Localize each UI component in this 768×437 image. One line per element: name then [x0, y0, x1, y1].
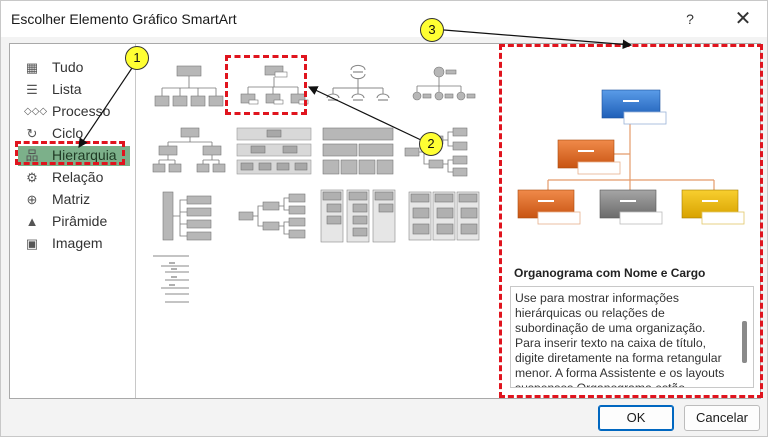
category-label: Lista [52, 81, 82, 97]
hierarchy-list-thumbnail-icon [320, 189, 396, 243]
category-item-hierarquia[interactable]: 品 Hierarquia [18, 146, 130, 166]
horizontal-hierarchy-thumbnail-icon [404, 127, 468, 177]
category-label: Relação [52, 169, 104, 185]
category-item-tudo[interactable]: ▦ Tudo [18, 58, 130, 78]
picture-icon: ▣ [25, 236, 39, 251]
ok-button[interactable]: OK [598, 405, 674, 431]
layout-thumbnail-hierarchy-list[interactable] [319, 188, 399, 244]
title-bar: Escolher Elemento Gráfico SmartArt ? ✕ [1, 1, 767, 37]
cycle-icon: ↻ [26, 126, 38, 141]
description-scrollbar[interactable] [742, 321, 747, 363]
labeled-hierarchy-thumbnail-icon [236, 127, 312, 175]
preview-pane: Organograma com Nome e Cargo Use para mo… [502, 44, 760, 398]
category-label: Hierarquia [52, 147, 117, 163]
pyramid-icon: ▲ [25, 214, 39, 229]
name-title-org-chart-thumbnail-icon [240, 65, 309, 105]
preview-title: Organograma com Nome e Cargo [514, 266, 706, 280]
layout-thumbnail-name-title-org-chart[interactable] [235, 60, 315, 116]
category-item-piramide[interactable]: ▲ Pirâmide [18, 212, 130, 232]
grid-all-icon: ▦ [25, 60, 39, 75]
layout-gallery [137, 44, 501, 398]
org-chart-preview-image [517, 89, 745, 225]
close-button[interactable]: ✕ [734, 8, 752, 30]
layout-thumbnail-organization-chart[interactable] [151, 60, 231, 116]
layout-thumbnail-hierarchy[interactable] [151, 124, 231, 180]
list-icon: ☰ [26, 82, 38, 97]
category-item-lista[interactable]: ☰ Lista [18, 80, 130, 100]
layout-thumbnail-lined-hierarchy[interactable] [151, 252, 231, 308]
hierarchy-icon: 品 [25, 148, 39, 163]
category-label: Ciclo [52, 125, 84, 141]
preview-description-text: Use para mostrar informações hierárquica… [515, 291, 725, 388]
layout-thumbnail-horizontal-multilevel[interactable] [151, 188, 231, 244]
category-item-matriz[interactable]: ⊕ Matriz [18, 190, 130, 210]
category-label: Tudo [52, 59, 84, 75]
circle-picture-hierarchy-thumbnail-icon [412, 66, 476, 101]
process-icon: ◇◇◇ [24, 106, 48, 117]
layout-thumbnail-circle-picture-hierarchy[interactable] [403, 60, 483, 116]
layout-thumbnail-horizontal-org-chart[interactable] [235, 188, 315, 244]
category-item-relacao[interactable]: ⚙ Relação [18, 168, 130, 188]
category-label: Pirâmide [52, 213, 108, 229]
table-hierarchy-thumbnail-icon [322, 127, 394, 175]
layout-thumbnail-table-hierarchy[interactable] [319, 124, 399, 180]
category-list: ▦ Tudo ☰ Lista ◇◇◇ Processo ↻ Ciclo 品 Hi… [10, 44, 136, 398]
lined-hierarchy-thumbnail-icon [153, 255, 189, 303]
cancel-button[interactable]: Cancelar [684, 405, 760, 431]
layout-thumbnail-horizontal-hierarchy[interactable] [403, 124, 483, 180]
category-item-imagem[interactable]: ▣ Imagem [18, 234, 130, 254]
category-label: Processo [52, 103, 111, 119]
lined-list-thumbnail-icon [408, 191, 480, 241]
layout-thumbnail-labeled-hierarchy[interactable] [235, 124, 315, 180]
horizontal-org-chart-thumbnail-icon [238, 193, 306, 239]
relationship-icon: ⚙ [26, 170, 38, 185]
half-circle-org-chart-thumbnail-icon [326, 64, 390, 101]
layout-thumbnail-half-circle-org-chart[interactable] [319, 60, 399, 116]
help-button[interactable]: ? [686, 11, 694, 27]
category-label: Imagem [52, 235, 103, 251]
preview-description[interactable]: Use para mostrar informações hierárquica… [510, 286, 754, 388]
dialog-title: Escolher Elemento Gráfico SmartArt [11, 11, 237, 27]
dialog-content: ▦ Tudo ☰ Lista ◇◇◇ Processo ↻ Ciclo 品 Hi… [9, 43, 761, 399]
category-item-processo[interactable]: ◇◇◇ Processo [18, 102, 130, 122]
org-chart-thumbnail-icon [154, 65, 224, 107]
matrix-icon: ⊕ [26, 192, 38, 207]
layout-thumbnail-lined-list[interactable] [403, 188, 483, 244]
horizontal-multilevel-thumbnail-icon [162, 191, 212, 241]
category-item-ciclo[interactable]: ↻ Ciclo [18, 124, 130, 144]
hierarchy-thumbnail-icon [152, 127, 226, 173]
category-label: Matriz [52, 191, 91, 207]
